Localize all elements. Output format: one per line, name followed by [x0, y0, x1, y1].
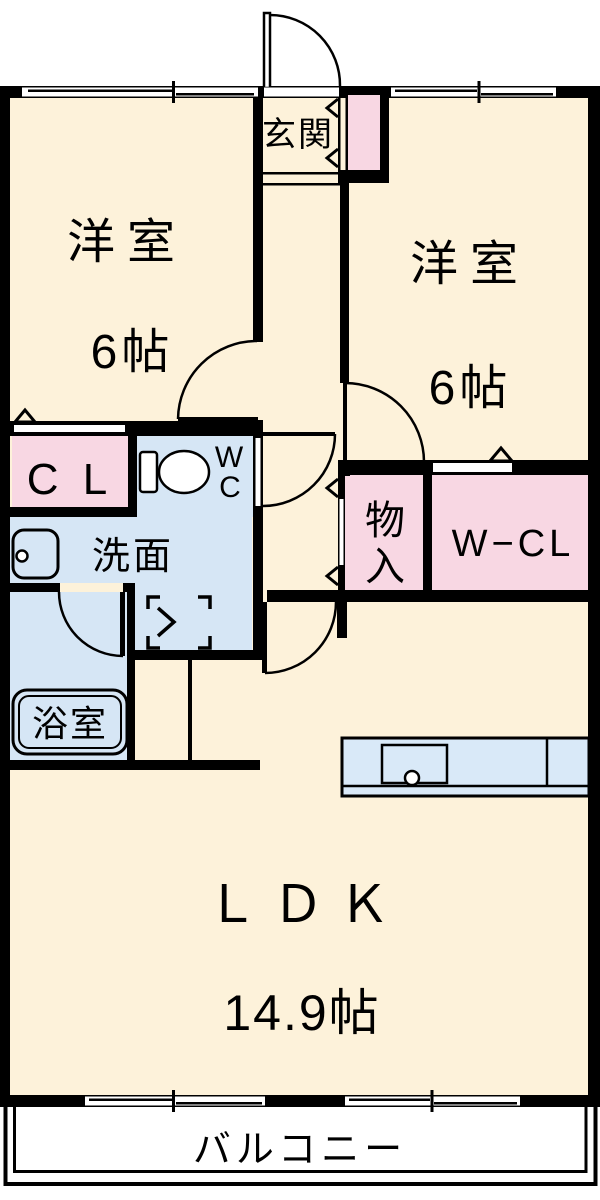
- wall-bathroom-top-right: [123, 583, 135, 592]
- toilet-door-strip: [255, 438, 261, 506]
- wall-bathroom-right: [127, 592, 135, 762]
- room-closet: [12, 436, 128, 507]
- entrance-door-arc: [269, 13, 342, 87]
- wall-utility-divider: [188, 660, 192, 762]
- bathtub-inner-icon: [18, 695, 122, 749]
- label-closet: C L: [27, 455, 113, 504]
- label-toilet-line1: W: [215, 441, 244, 474]
- hallway-door-arc: [262, 433, 337, 508]
- room-walk-in-closet: [432, 475, 588, 590]
- label-ldk-size: 14.9帖: [223, 985, 380, 1041]
- storage-door-strip: [339, 499, 344, 565]
- label-bedroom-left-name: 洋室: [67, 216, 187, 269]
- wall-block-bottom: [0, 760, 260, 770]
- hallway-door-leaf: [263, 432, 335, 436]
- room-washroom: [10, 517, 252, 583]
- shoe-door-chevron-top: [324, 97, 339, 119]
- shoe-door-line-right: [345, 95, 348, 170]
- label-bedroom-right-name: 洋室: [410, 238, 530, 291]
- ldk-door-leaf: [262, 602, 267, 673]
- label-storage-line1: 物: [365, 499, 405, 543]
- storage-chevron-top: [324, 477, 339, 499]
- room-bathroom: [10, 592, 135, 762]
- window-top-left: [22, 81, 258, 103]
- bedroom-left-door-leaf: [178, 417, 258, 421]
- room-storage: [344, 475, 423, 590]
- wcl-door-marker: [486, 445, 516, 463]
- entrance-step-line-1: [263, 172, 340, 175]
- toilet-tank-icon: [138, 450, 159, 494]
- wall-storage-corner: [338, 460, 350, 476]
- wall-corridor-left-upper: [253, 88, 263, 342]
- wcl-door-strip: [433, 463, 512, 472]
- entrance-door-leaf: [262, 11, 272, 90]
- label-walk-in-closet: W−CL: [452, 523, 575, 565]
- wall-washroom-bottom: [133, 650, 260, 660]
- label-balcony: バルコニー: [193, 1129, 407, 1171]
- wall-closet-bottom: [0, 507, 137, 517]
- sink-icon: [11, 528, 60, 580]
- label-bedroom-left-size: 6帖: [91, 326, 174, 379]
- label-storage-line2: 入: [365, 545, 405, 589]
- bathtub-icon: [11, 688, 129, 756]
- label-ldk-name: ＬＤＫ: [206, 876, 404, 934]
- shoe-door-line-left: [338, 95, 341, 170]
- bathroom-door-leaf: [120, 592, 125, 656]
- kitchen-faucet-icon: [403, 769, 421, 787]
- wall-shoe-cabinet-right: [380, 88, 389, 183]
- label-bedroom-right-size: 6帖: [429, 362, 512, 415]
- wall-storage-wcl-divider: [423, 474, 432, 590]
- bedroom-right-door-arc: [344, 381, 426, 463]
- sink-faucet-icon: [15, 549, 29, 563]
- wall-corridor-right: [340, 183, 349, 383]
- window-bottom-left: [85, 1090, 265, 1112]
- bedroom-left-door-arc: [176, 339, 258, 420]
- entrance-opening: [264, 87, 339, 97]
- balcony-outline: [3, 1107, 598, 1186]
- shoe-cabinet: [348, 95, 380, 170]
- storage-chevron-bottom: [324, 565, 339, 587]
- label-washroom: 洗面: [92, 536, 174, 578]
- wall-pink-rooms-bottom: [267, 590, 600, 602]
- wall-corridor-left-lower: [253, 420, 263, 660]
- wall-stub-ldk-door: [337, 602, 347, 638]
- wall-closet-right: [128, 421, 137, 517]
- bathroom-door-arc: [57, 591, 124, 658]
- ldk-door-arc: [264, 601, 338, 675]
- window-bottom-right: [345, 1090, 520, 1112]
- room-washroom-ext: [135, 583, 252, 650]
- kitchen-counter: [340, 736, 591, 798]
- bedroom-right-door-leaf: [343, 383, 347, 462]
- closet-door-strip: [14, 425, 125, 432]
- shoe-door-chevron-bottom: [324, 147, 339, 169]
- toilet-bowl-icon: [157, 449, 211, 495]
- entrance-step-line-2: [263, 183, 340, 186]
- window-top-right: [391, 81, 556, 103]
- wall-shoe-cabinet-bottom: [338, 170, 389, 183]
- label-bathroom: 浴室: [32, 703, 108, 744]
- label-toilet-line2: C: [219, 471, 241, 504]
- washing-machine-icon: [146, 595, 212, 650]
- wall-bathroom-top-left: [10, 583, 60, 592]
- closet-door-marker: [11, 407, 39, 424]
- label-entrance: 玄関: [262, 116, 334, 154]
